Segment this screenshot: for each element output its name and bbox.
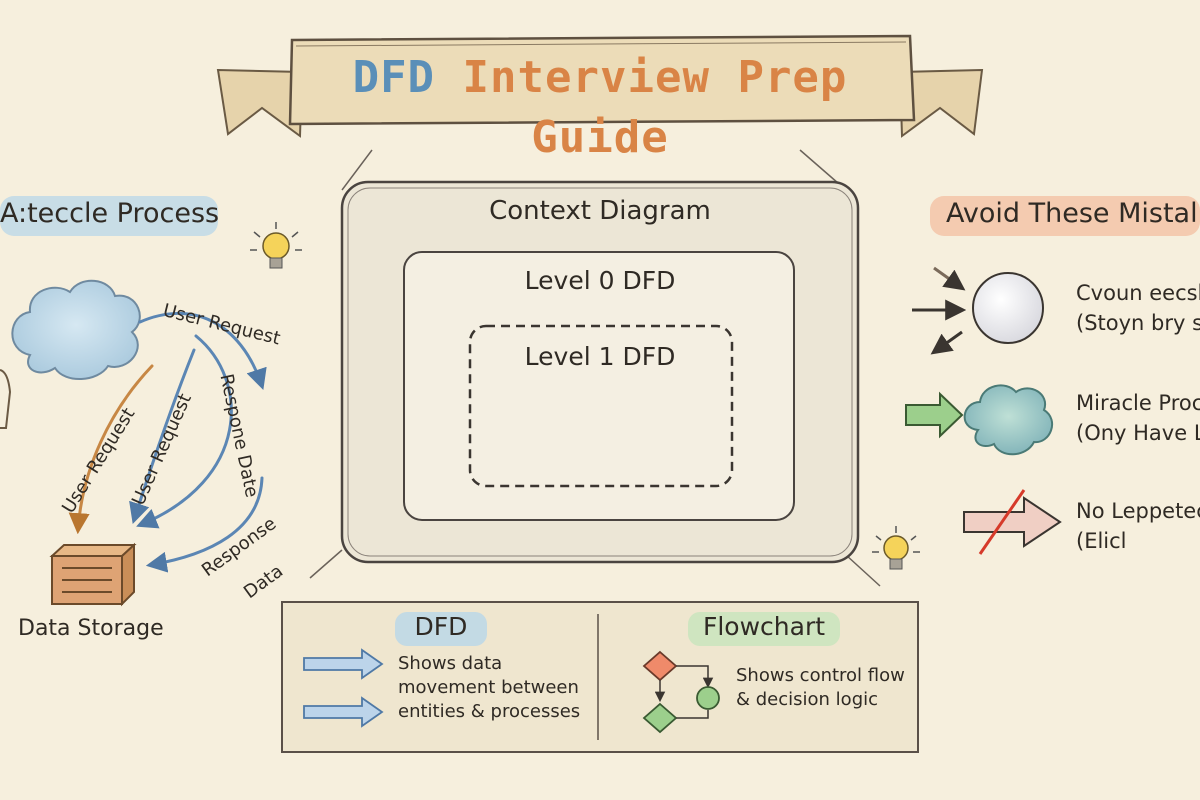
flowchart-description: Shows control flow & decision logic [736,665,905,710]
title-part-guide: Interview Prep Guide [435,52,848,163]
process-cloud-icon [11,279,141,381]
mistake-sphere-icon [912,266,1044,355]
mistake-item: Cvoun eecslt (Stoyn bry su [1076,278,1200,338]
right-heading-highlight [930,196,1200,236]
mistake-line-2: (Ony Have Li [1076,421,1200,445]
dfd-arrows-icon [303,648,384,728]
right-heading: Avoid These Mistal [946,198,1198,229]
external-entity-icon [0,369,12,429]
comparison-box [281,601,919,753]
no-label-arrow-icon [963,489,1062,555]
lightbulb-icon [872,526,920,570]
context-diagram-label: Context Diagram [489,196,711,226]
page-title: DFD Interview Prep Guide [300,48,900,163]
mistake-line-2: (Elicl [1076,529,1127,553]
level-0-label: Level 0 DFD [524,266,676,295]
mistake-line-1: Cvoun eecslt [1076,281,1200,305]
mistake-line-2: (Stoyn bry su [1076,311,1200,335]
mistake-item: No Leppetec (Elicl [1076,496,1200,556]
mistake-line-1: No Leppetec [1076,499,1200,523]
lightbulb-icon [250,222,302,269]
title-banner [216,34,984,138]
level-1-label: Level 1 DFD [524,342,676,371]
left-heading: A:teccle Process [0,198,220,229]
flowchart-heading: Flowchart [702,612,826,641]
title-part-dfd: DFD [352,52,436,103]
dfd-description: Shows data movement between entities & p… [398,653,581,722]
left-heading-highlight [0,196,218,236]
dfd-heading: DFD [414,612,468,641]
miracle-process-icon [905,384,1054,456]
flow-arrows [68,312,267,573]
mistake-item: Miracle Proc (Ony Have Li [1076,388,1200,448]
level-1-frame [468,324,734,488]
mistake-line-1: Miracle Proc [1076,391,1200,415]
data-storage-label: Data Storage [18,616,164,641]
flowchart-icon [642,650,720,734]
level-0-frame [403,251,795,521]
data-storage-icon [49,542,137,607]
